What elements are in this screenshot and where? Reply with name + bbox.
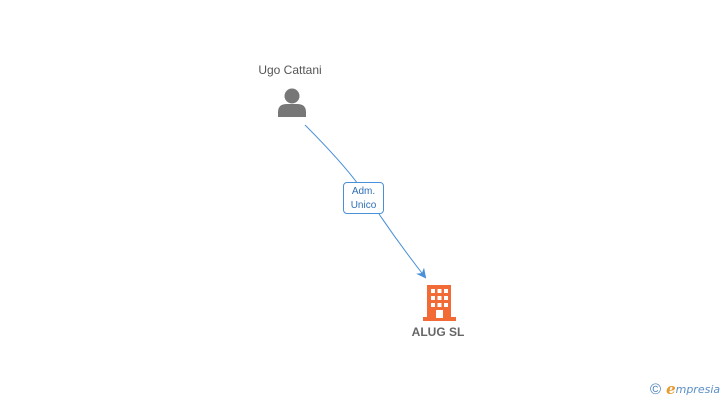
- brand-logo-initial: e: [666, 380, 676, 398]
- edge-role-label-line1: Adm.: [351, 186, 376, 197]
- building-icon[interactable]: [423, 285, 456, 321]
- empresia-watermark: © e mpresia: [650, 380, 720, 398]
- person-icon[interactable]: [276, 88, 308, 118]
- copyright-icon: ©: [650, 380, 662, 398]
- edge-role-label[interactable]: Adm. Unico: [343, 182, 384, 214]
- edge-person-to-company[interactable]: [304, 124, 425, 277]
- edge-role-label-line2: Unico: [350, 200, 377, 211]
- person-node-name[interactable]: Ugo Cattani: [258, 63, 322, 77]
- brand-logo-text: mpresia: [675, 382, 721, 396]
- company-node-name[interactable]: ALUG SL: [411, 325, 465, 339]
